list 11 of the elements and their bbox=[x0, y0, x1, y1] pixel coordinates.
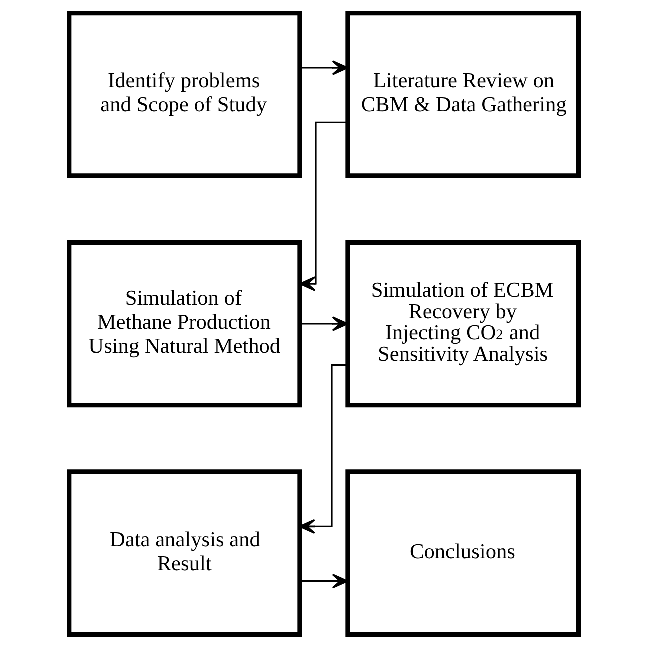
arrow bbox=[300, 316, 348, 332]
node-box: Identify problems and Scope of Study bbox=[67, 11, 302, 178]
node-box: Simulation of Methane Production Using Natural Method bbox=[67, 240, 302, 408]
arrow bbox=[299, 364, 348, 534]
arrow bbox=[300, 60, 348, 76]
node-box: Data analysis and Result bbox=[67, 470, 302, 637]
node-box: Conclusions bbox=[346, 470, 581, 637]
node-box: Literature Review on CBM & Data Gathering bbox=[346, 11, 581, 178]
arrow bbox=[300, 574, 348, 589]
arrow bbox=[300, 122, 348, 292]
node-box: Simulation of ECBM Recovery by Injecting CO2 and Sensitivity Analysis bbox=[346, 240, 581, 408]
